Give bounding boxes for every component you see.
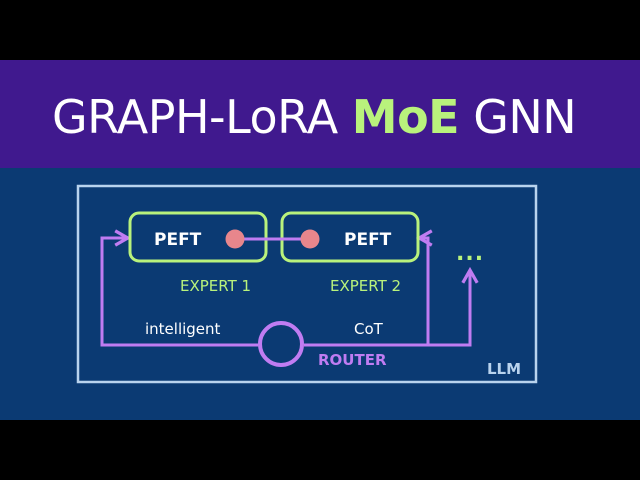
page-title: GRAPH-LoRA MoE GNN [52,94,577,140]
right-path-label: CoT [354,320,384,338]
more-experts-ellipsis: ... [456,241,484,266]
expert-2-caption: EXPERT 2 [330,277,401,295]
left-router-path [100,229,258,347]
letterbox-bottom [0,420,640,480]
title-highlight: MoE [351,90,460,144]
expert-2-box-label: PEFT [344,230,392,250]
outer-router-path [428,266,479,347]
expert-2-node [300,229,320,249]
title-part-2: GNN [459,90,577,144]
llm-label: LLM [487,360,521,378]
router-label: ROUTER [318,351,387,369]
left-path-label: intelligent [145,320,221,338]
expert-1-caption: EXPERT 1 [180,277,251,295]
right-router-path [304,229,433,347]
expert-1-box-label: PEFT [154,230,202,250]
expert-2-box [280,211,420,263]
llm-container-frame [76,184,538,384]
router-node [258,321,304,367]
diagram-band [0,168,640,420]
title-band [0,60,640,168]
letterbox-top [0,0,640,60]
title-part-1: GRAPH-LoRA [52,90,352,144]
expert-1-box [128,211,268,263]
expert-1-node [225,229,245,249]
